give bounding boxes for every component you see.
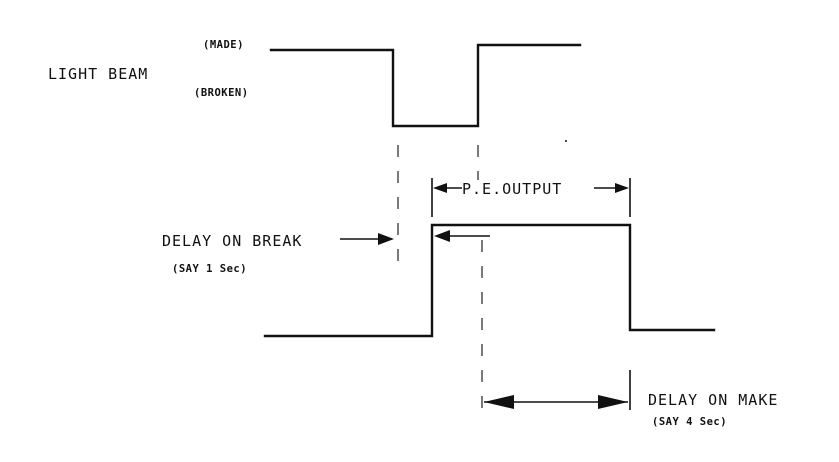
broken-label: (BROKEN) <box>194 87 249 99</box>
pe-output-left-arrowhead <box>433 183 447 193</box>
delay-on-make-dimension: DELAY ON MAKE (SAY 4 Sec) <box>484 391 778 428</box>
pe-output-dimension: P.E.OUTPUT <box>433 180 629 198</box>
speck-mark <box>565 140 567 142</box>
delay-on-break-right-arrowhead <box>378 233 394 245</box>
made-label: (MADE) <box>203 39 244 51</box>
delay-on-break-label: DELAY ON BREAK <box>162 232 302 250</box>
delay-on-make-note: (SAY 4 Sec) <box>652 416 727 428</box>
delay-on-break-note: (SAY 1 Sec) <box>172 263 247 275</box>
pe-output-right-arrowhead <box>615 183 629 193</box>
light-beam-waveform <box>269 43 582 128</box>
light-beam-label: LIGHT BEAM <box>48 65 148 83</box>
delay-on-make-left-arrowhead <box>484 395 514 409</box>
pe-output-label: P.E.OUTPUT <box>462 180 562 198</box>
delay-on-break-annotation: DELAY ON BREAK (SAY 1 Sec) <box>162 230 490 275</box>
delay-on-make-right-arrowhead <box>598 395 628 409</box>
pe-output-waveform <box>263 223 716 338</box>
delay-on-break-left-arrowhead <box>434 230 450 242</box>
delay-on-make-label: DELAY ON MAKE <box>648 391 778 409</box>
